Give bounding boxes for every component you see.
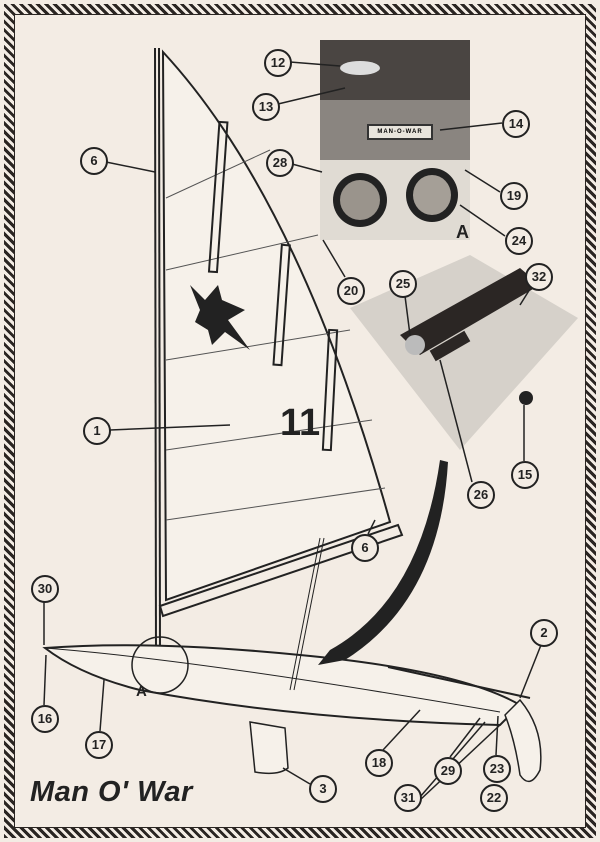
callout-30: 30 <box>31 575 59 603</box>
callout-17: 17 <box>85 731 113 759</box>
callout-14: 14 <box>502 110 530 138</box>
callout-3: 3 <box>309 775 337 803</box>
inner-border <box>14 14 586 828</box>
diagram-title: Man O' War <box>30 776 193 808</box>
nameplate: MAN-O-WAR <box>367 124 433 140</box>
callout-31: 31 <box>394 784 422 812</box>
callout-32: 32 <box>525 263 553 291</box>
callout-6-boom: 6 <box>351 534 379 562</box>
photo-inset-hatches <box>320 40 470 240</box>
callout-24: 24 <box>505 227 533 255</box>
callout-12: 12 <box>264 49 292 77</box>
callout-1: 1 <box>83 417 111 445</box>
callout-29: 29 <box>434 757 462 785</box>
callout-15: 15 <box>511 461 539 489</box>
callout-26: 26 <box>467 481 495 509</box>
detail-marker: A <box>136 683 147 700</box>
callout-28: 28 <box>266 149 294 177</box>
callout-23: 23 <box>483 755 511 783</box>
callout-19: 19 <box>500 182 528 210</box>
callout-22: 22 <box>480 784 508 812</box>
callout-16: 16 <box>31 705 59 733</box>
callout-13: 13 <box>252 93 280 121</box>
callout-20: 20 <box>337 277 365 305</box>
callout-25: 25 <box>389 270 417 298</box>
photo-marker: A <box>456 222 469 242</box>
sail-number: 11 <box>280 402 321 444</box>
callout-2: 2 <box>530 619 558 647</box>
callout-6-mast: 6 <box>80 147 108 175</box>
callout-18: 18 <box>365 749 393 777</box>
